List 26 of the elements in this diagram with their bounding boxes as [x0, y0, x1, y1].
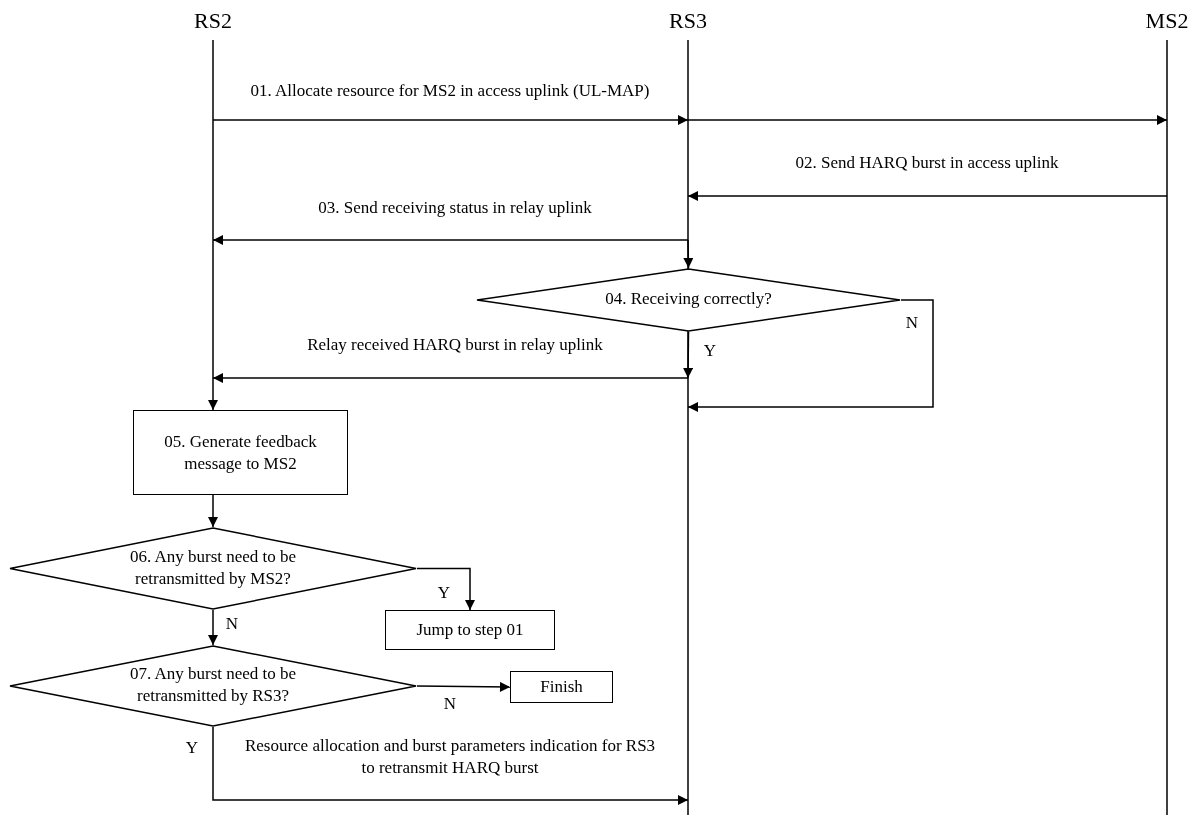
decision-text: 06. Any burst need to be retransmitted by MS2? [128, 546, 298, 591]
decision-text: 07. Any burst need to be retransmitted by RS3? [128, 663, 298, 708]
arrow [212, 373, 689, 383]
process-box: 05. Generate feedback message to MS2 [133, 410, 348, 495]
arrow [683, 331, 694, 379]
arrow [683, 239, 694, 269]
arrow [687, 191, 1168, 201]
arrow [212, 235, 689, 245]
arrow [208, 379, 218, 411]
arrow [212, 726, 689, 805]
participant-label: RS3 [668, 8, 708, 34]
process-box: Finish [510, 671, 613, 703]
participant-label: RS2 [193, 8, 233, 34]
decision-text: 04. Receiving correctly? [604, 288, 773, 310]
participant-label: MS2 [1144, 8, 1190, 34]
decision-diamond [9, 645, 417, 727]
arrow [416, 681, 511, 692]
arrow [416, 567, 475, 611]
arrow [212, 115, 689, 125]
arrow [208, 609, 218, 646]
decision-diamond [476, 268, 901, 332]
arrow [687, 115, 1168, 125]
arrow [687, 299, 934, 412]
decision-diamond [9, 527, 417, 610]
process-box: Jump to step 01 [385, 610, 555, 650]
arrow [208, 494, 218, 528]
